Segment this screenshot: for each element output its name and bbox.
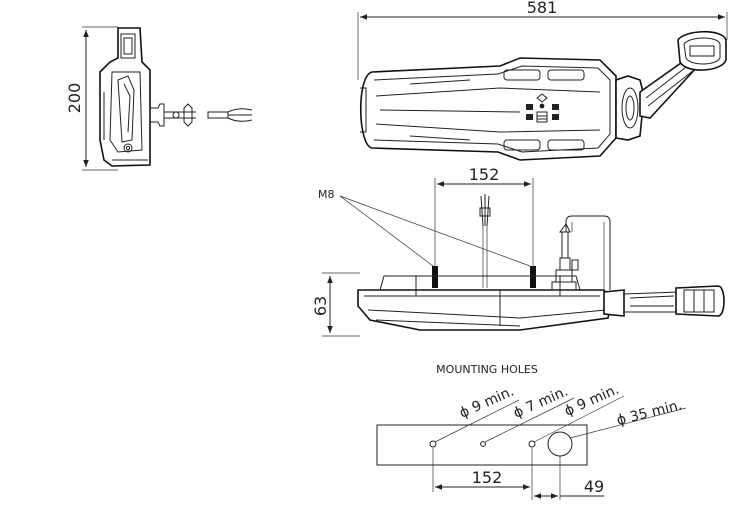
m8-leader-2	[339, 195, 531, 267]
lamp-side-body	[99, 27, 151, 167]
depth-dimension-label: 63	[311, 296, 330, 316]
end-marker-lamp	[677, 30, 727, 71]
front-view: 152 M8 63	[311, 165, 725, 337]
lamp-housing-top	[359, 57, 617, 161]
m8-leader-1	[339, 195, 434, 267]
hole-35	[547, 431, 573, 457]
mounting-holes: MOUNTING HOLES ϕ 9 min. ϕ 7 min. ϕ 9 min…	[376, 363, 687, 500]
hole-7	[480, 441, 486, 447]
mounting-plate	[376, 424, 588, 466]
hole-label-2: ϕ 7 min.	[511, 383, 570, 421]
end-marker-lamp-front	[675, 285, 725, 317]
hole-9-left	[429, 440, 437, 448]
side-view: 200	[65, 26, 253, 171]
plate-hole-spacing-label: 152	[472, 468, 503, 487]
hole-label-3: ϕ 9 min.	[562, 381, 621, 419]
hole-9-right	[528, 440, 536, 448]
top-view: 581	[357, 0, 728, 161]
hole-label-4: ϕ 35 min.	[615, 397, 684, 429]
hole-offset-label: 49	[584, 477, 604, 496]
m8-stud-left	[432, 266, 438, 288]
m8-stud-right	[530, 266, 536, 288]
overall-width-dimension-label: 581	[527, 0, 558, 17]
height-dimension-label: 200	[65, 83, 84, 114]
mirror-arm	[639, 56, 700, 119]
thread-label: M8	[318, 188, 335, 201]
side-hole-spacing-label: 152	[469, 165, 500, 184]
mounting-holes-title: MOUNTING HOLES	[436, 363, 538, 376]
